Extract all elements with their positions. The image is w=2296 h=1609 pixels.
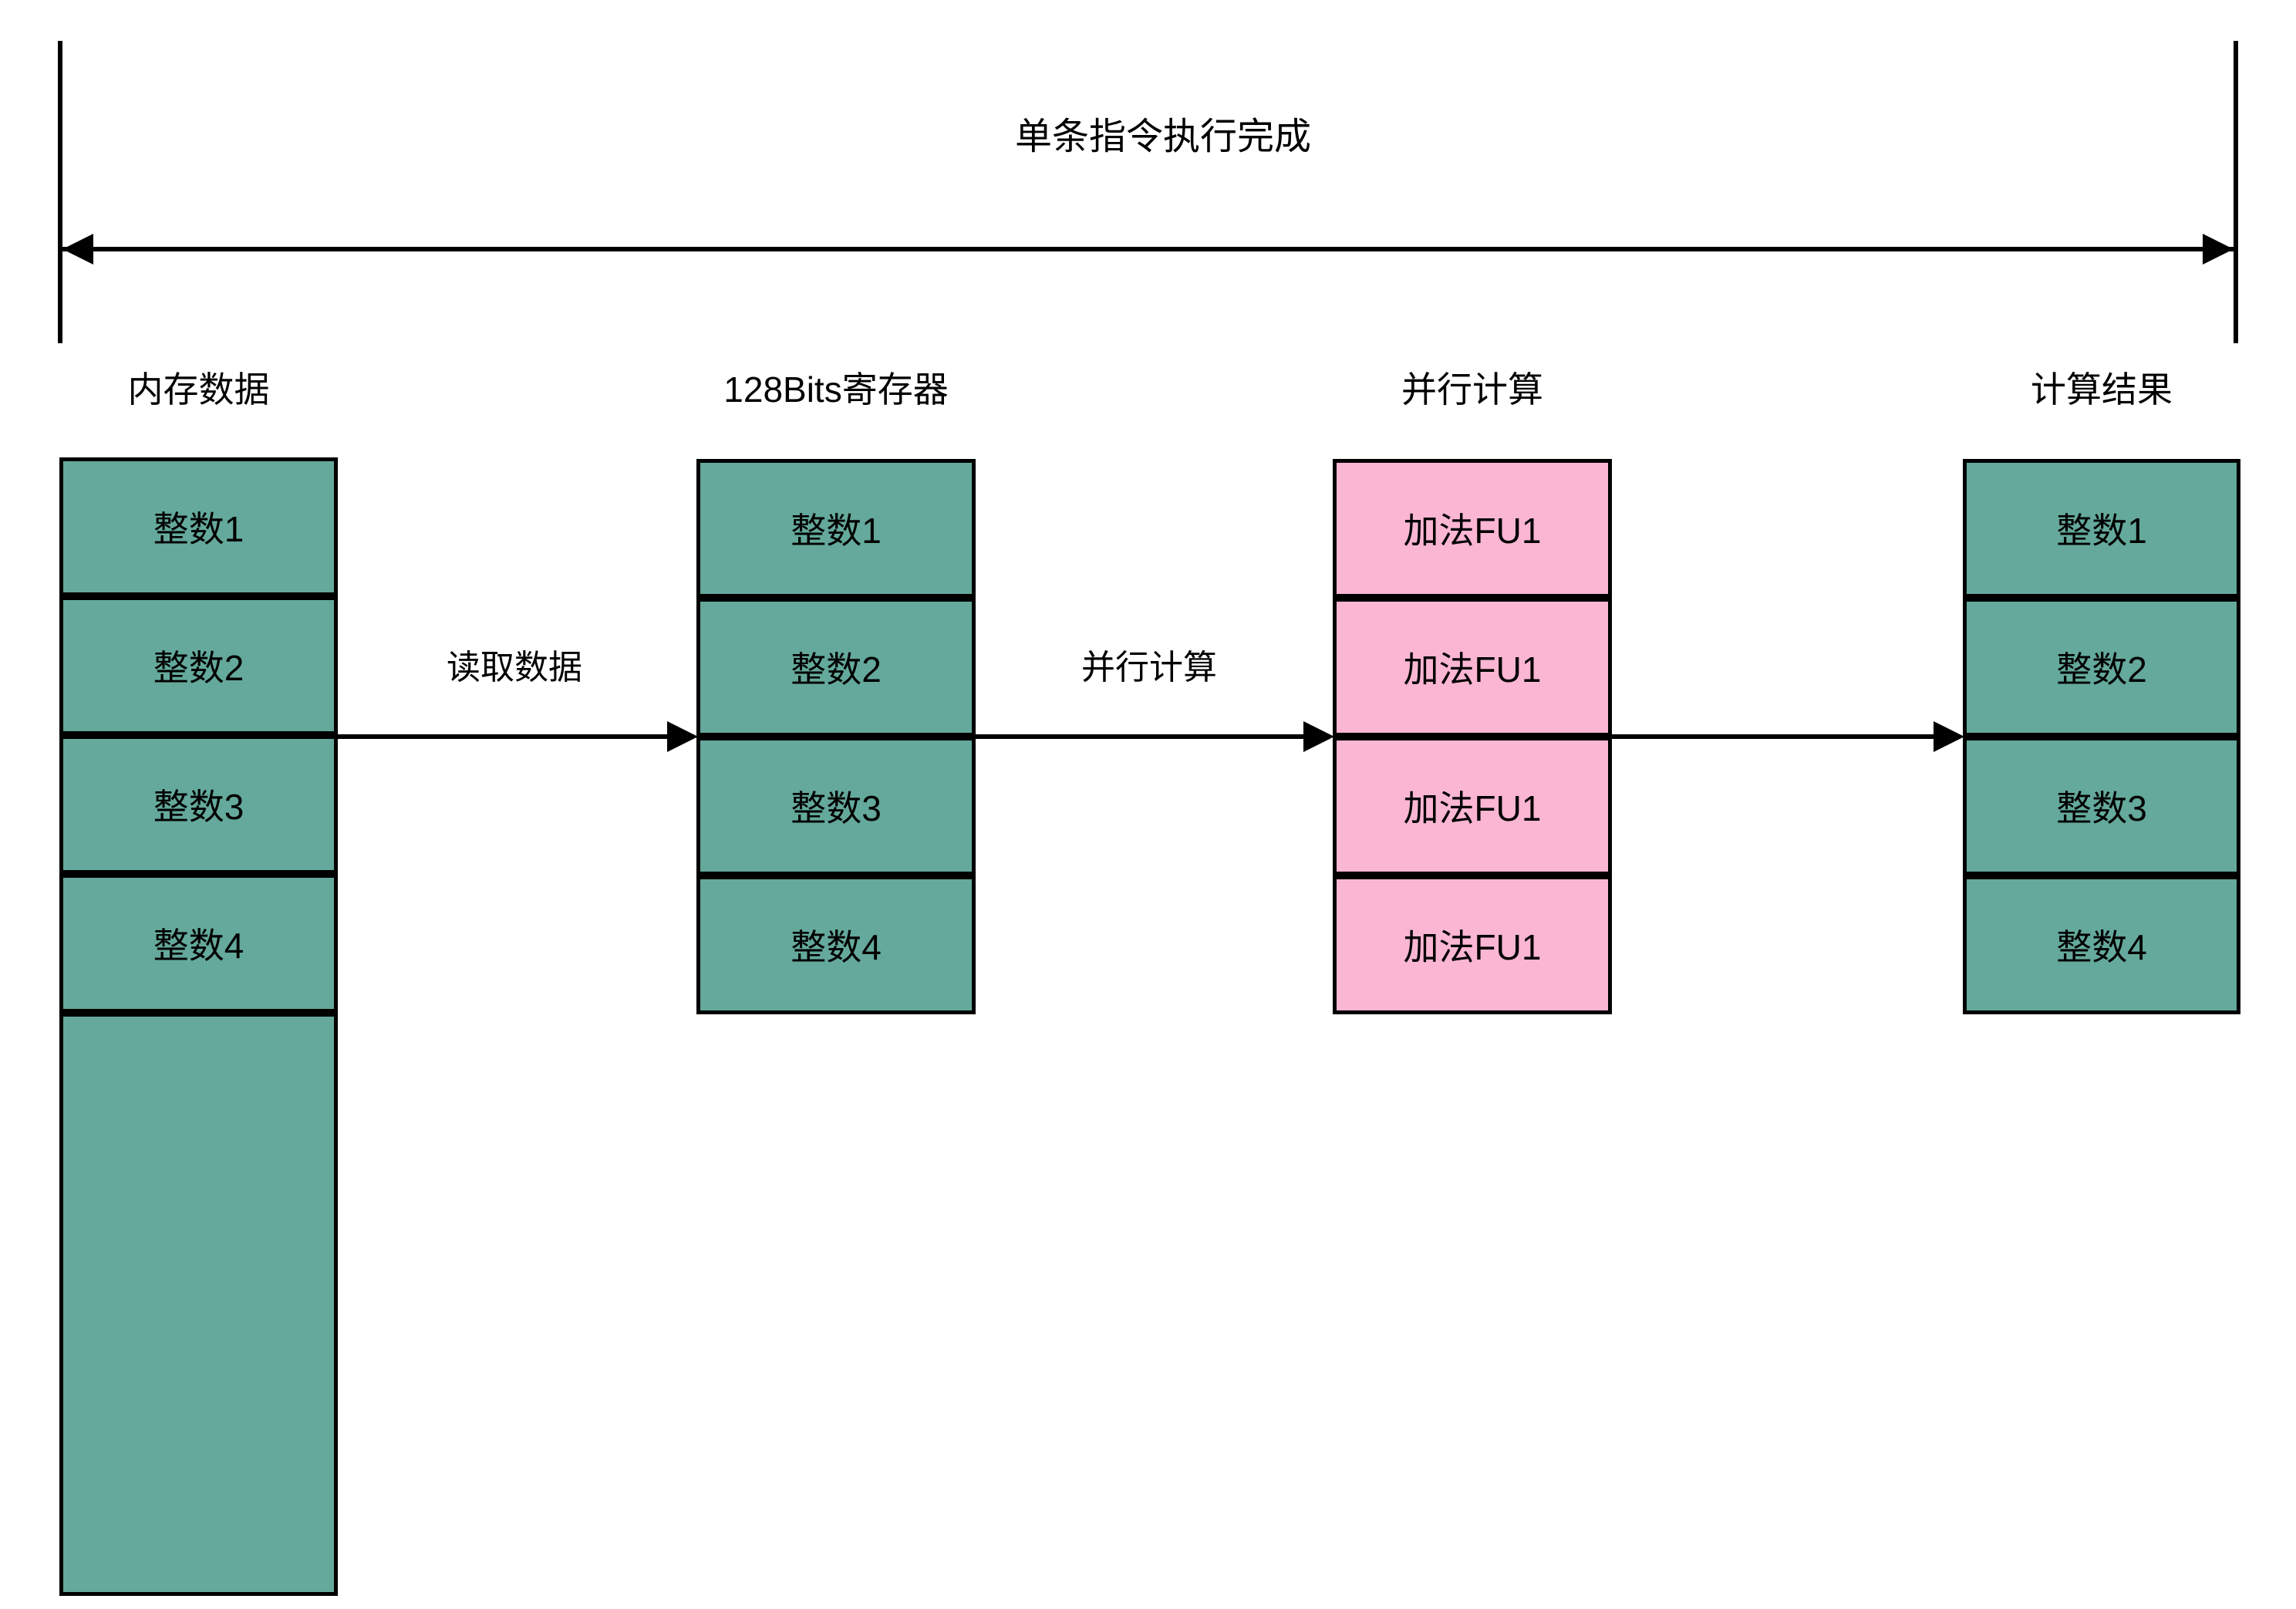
read-data-arrow-line [338, 734, 671, 739]
result-column: 整数1 整数2 整数3 整数4 [1963, 459, 2240, 1014]
parallel-compute-arrow-label: 并行计算 [1081, 649, 1217, 686]
parallel-compute-arrowhead-icon [1303, 721, 1334, 752]
register-cell: 整数2 [696, 598, 976, 737]
timeline-label: 单条指令执行完成 [1014, 116, 1311, 157]
register-column-header: 128Bits寄存器 [723, 369, 949, 410]
memory-cell: 整数2 [59, 596, 338, 735]
result-cell: 整数4 [1963, 875, 2240, 1014]
register-cell: 整数1 [696, 459, 976, 598]
timeline-left-tick [58, 41, 62, 343]
result-cell: 整数3 [1963, 737, 2240, 875]
parallel-column: 加法FU1 加法FU1 加法FU1 加法FU1 [1333, 459, 1612, 1014]
register-cell: 整数4 [696, 875, 976, 1014]
to-result-arrowhead-icon [1934, 721, 1964, 752]
memory-remainder-cell [59, 1013, 338, 1596]
adder-fu-cell: 加法FU1 [1333, 737, 1612, 875]
memory-cell: 整数4 [59, 874, 338, 1013]
result-cell: 整数2 [1963, 598, 2240, 737]
read-data-arrowhead-icon [667, 721, 698, 752]
adder-fu-cell: 加法FU1 [1333, 459, 1612, 598]
result-cell: 整数1 [1963, 459, 2240, 598]
timeline-arrowhead-left-icon [62, 234, 93, 265]
register-cell: 整数3 [696, 737, 976, 875]
parallel-column-header: 并行计算 [1401, 369, 1543, 410]
parallel-compute-arrow-line [976, 734, 1307, 739]
adder-fu-cell: 加法FU1 [1333, 875, 1612, 1014]
register-column: 整数1 整数2 整数3 整数4 [696, 459, 976, 1014]
adder-fu-cell: 加法FU1 [1333, 598, 1612, 737]
to-result-arrow-line [1612, 734, 1936, 739]
timeline-arrowhead-right-icon [2203, 234, 2234, 265]
read-data-arrow-label: 读取数据 [447, 649, 582, 686]
memory-column-header: 内存数据 [127, 369, 270, 410]
result-column-header: 计算结果 [2031, 369, 2173, 410]
memory-column: 整数1 整数2 整数3 整数4 [59, 457, 338, 1596]
memory-cell: 整数1 [59, 457, 338, 596]
timeline-arrow-line [62, 247, 2234, 251]
timeline-right-tick [2234, 41, 2238, 343]
memory-cell: 整数3 [59, 735, 338, 874]
